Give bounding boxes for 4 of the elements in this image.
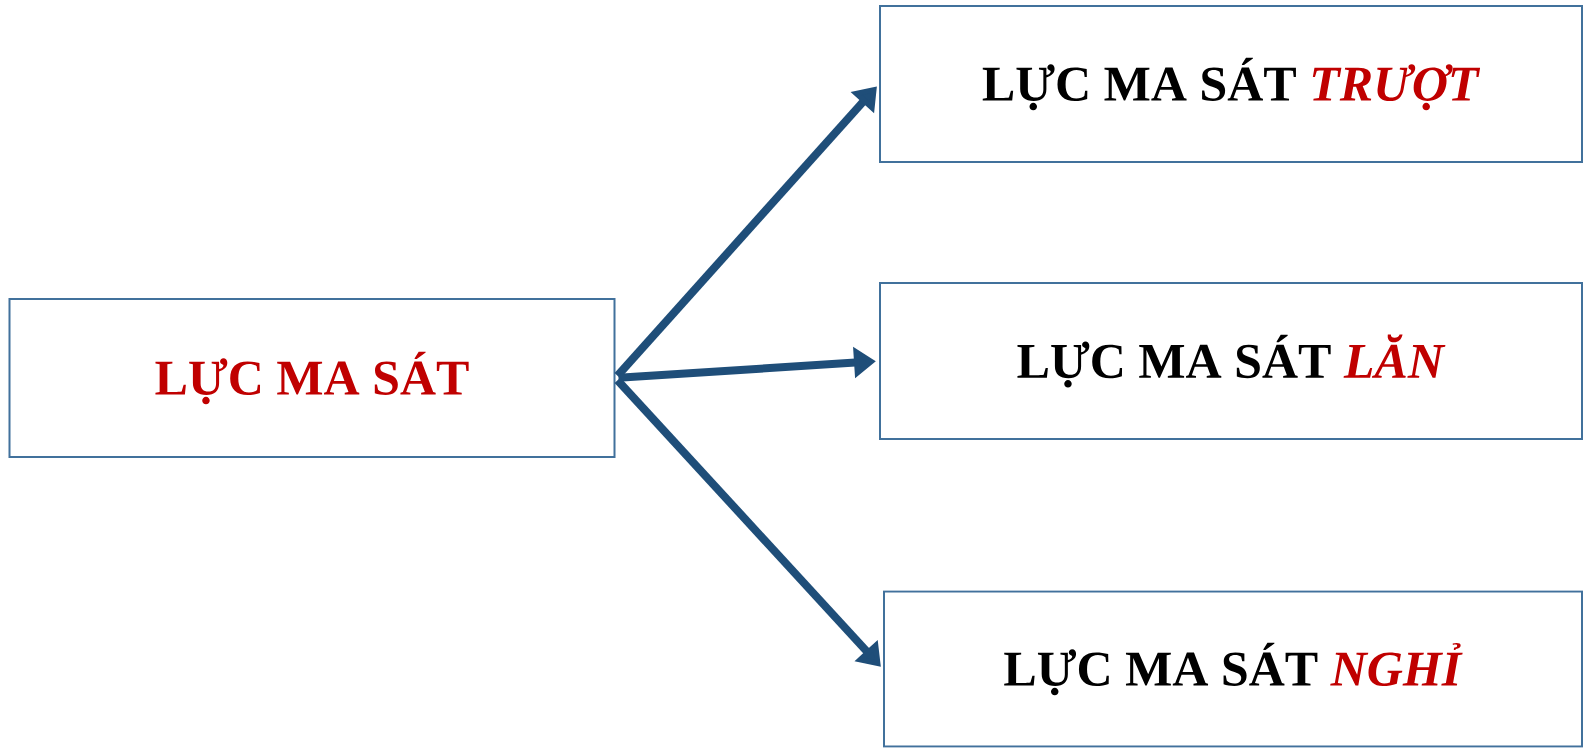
text-box: LỰC MA SÁT LĂN bbox=[879, 282, 1583, 440]
text-box: LỰC MA SÁT NGHỈ bbox=[883, 590, 1583, 748]
text-box: LỰC MA SÁT bbox=[8, 298, 616, 458]
text-box: LỰC MA SÁT TRƯỢT bbox=[879, 5, 1583, 163]
